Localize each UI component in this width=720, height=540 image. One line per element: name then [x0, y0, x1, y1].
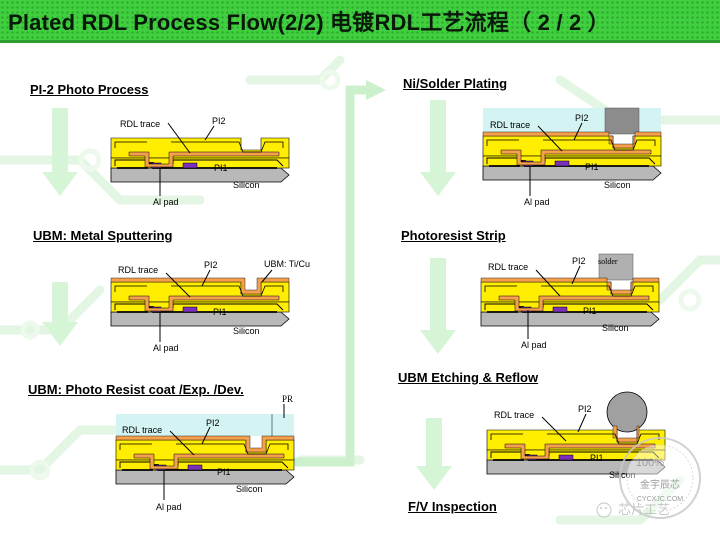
label-pi1-5: PI1	[583, 306, 597, 316]
label-rdl-trace-4: RDL trace	[490, 120, 530, 130]
label-al-pad-3: Al pad	[156, 502, 182, 512]
label-solder: solder	[598, 257, 618, 266]
label-pi1-4: PI1	[585, 162, 599, 172]
label-pi2-5: PI2	[572, 256, 586, 266]
label-ubm-ticu: UBM: Ti/Cu	[264, 259, 310, 269]
diagram-plating	[482, 107, 662, 181]
label-pi1-2: PI1	[213, 307, 227, 317]
step-pi2-photo: PI-2 Photo Process	[30, 82, 149, 97]
step-fv: F/V Inspection	[408, 499, 497, 514]
connector-arrow	[292, 85, 370, 467]
label-rdl-trace-1: RDL trace	[120, 119, 160, 129]
label-rdl-trace-5: RDL trace	[488, 262, 528, 272]
step-ubm-etch: UBM Etching & Reflow	[398, 370, 539, 385]
label-pr: PR	[282, 394, 293, 404]
wechat-icon	[596, 502, 612, 518]
diagram-ubm-pr	[115, 414, 295, 485]
flow-arrows	[42, 100, 456, 490]
label-pi1-1: PI1	[214, 163, 228, 173]
label-silicon-4: Silicon	[604, 180, 631, 190]
title-banner: Plated RDL Process Flow(2/2) 电镀RDL工艺流程（ …	[0, 0, 720, 43]
label-pi2-6: PI2	[578, 404, 592, 414]
step-ubm-pr: UBM: Photo Resist coat /Exp. /Dev.	[28, 382, 244, 397]
watermark: 100% 金宇辰芯 CYCXJC.COM 芯片工艺	[596, 437, 701, 519]
step-pr-strip: Photoresist Strip	[401, 228, 506, 243]
label-al-pad-5: Al pad	[521, 340, 547, 350]
watermark-pct: 100%	[636, 457, 664, 469]
label-silicon-3: Silicon	[236, 484, 263, 494]
diagram-pi2-photo	[110, 137, 290, 183]
diagram-ubm-etch	[486, 391, 666, 475]
watermark-brand: 金宇辰芯	[640, 478, 680, 491]
label-pi1-6: PI1	[590, 453, 604, 463]
label-pi2-2: PI2	[204, 260, 218, 270]
label-silicon-6: Silicon	[609, 470, 636, 480]
label-pi2-1: PI2	[212, 116, 226, 126]
diagram-pr-strip	[480, 253, 660, 327]
watermark-url: CYCXJC.COM	[637, 496, 683, 503]
label-rdl-trace-2: RDL trace	[118, 265, 158, 275]
step-plating: Ni/Solder Plating	[403, 76, 508, 91]
slide-title: Plated RDL Process Flow(2/2) 电镀RDL工艺流程（ …	[8, 10, 610, 35]
label-silicon-2: Silicon	[233, 326, 260, 336]
watermark-wechat: 芯片工艺	[618, 503, 670, 518]
label-pi2-3: PI2	[206, 418, 220, 428]
label-silicon-5: Silicon	[602, 323, 629, 333]
step-ubm-sputter: UBM: Metal Sputtering	[33, 228, 173, 243]
label-al-pad-2: Al pad	[153, 343, 179, 353]
label-rdl-trace-3: RDL trace	[122, 425, 162, 435]
diagram-ubm-sputter	[110, 277, 290, 327]
label-al-pad-1: Al pad	[153, 197, 179, 207]
label-pi2-4: PI2	[575, 113, 589, 123]
label-al-pad-4: Al pad	[524, 197, 550, 207]
label-rdl-trace-6: RDL trace	[494, 410, 534, 420]
label-silicon-1: Silicon	[233, 180, 260, 190]
label-pi1-3: PI1	[217, 467, 231, 477]
